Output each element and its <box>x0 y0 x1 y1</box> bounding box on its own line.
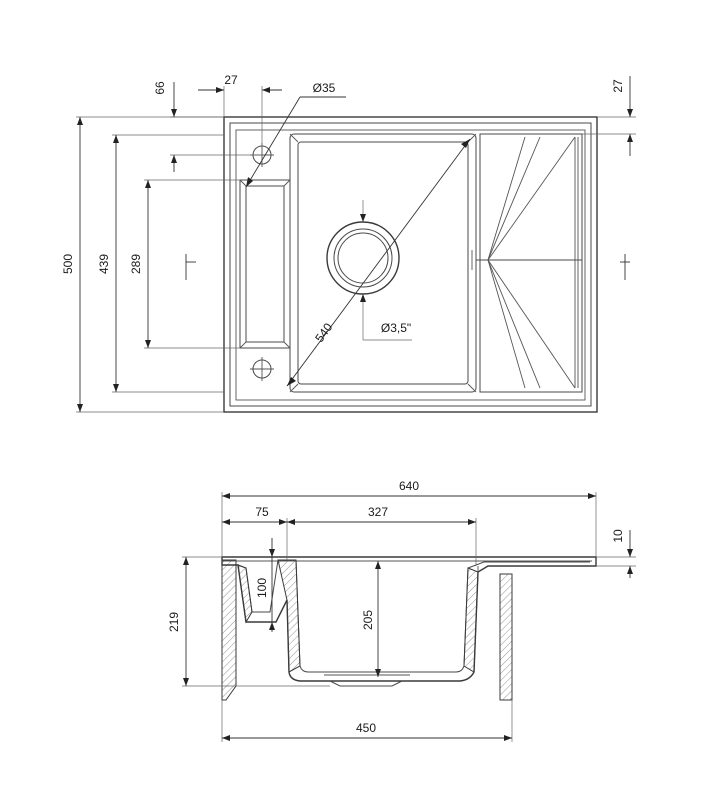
dim-289: 289 <box>129 179 240 349</box>
dim-27-horizontal: 27 <box>198 73 282 146</box>
dim-27-vertical: 27 <box>582 76 636 156</box>
dim-drain-edge-label: 27 <box>611 79 625 93</box>
dim-439: 439 <box>97 134 224 393</box>
dim-tap-offset-x-label: 27 <box>224 73 238 87</box>
sink-rim-outline <box>235 129 586 401</box>
dim-shelf-depth-label: 100 <box>255 578 269 598</box>
dim-205: 205 <box>361 561 381 677</box>
dim-bowl-depth-label: 205 <box>361 610 375 630</box>
dim-inner-height-label: 439 <box>97 254 111 274</box>
tap-hole-bottom <box>250 357 274 381</box>
dim-450: 450 <box>221 700 513 742</box>
drainboard <box>471 133 583 393</box>
sink-outer-outline <box>223 116 598 413</box>
dim-tap-offset-y-label: 66 <box>153 81 167 95</box>
dim-bowl-height-label: 289 <box>129 254 143 274</box>
left-recess <box>239 179 291 349</box>
main-bowl <box>289 133 477 393</box>
dim-diagonal-label: 540 <box>312 320 335 345</box>
dim-640: 640 <box>221 479 597 557</box>
dim-66: 66 <box>153 81 262 172</box>
cabinet-wall-left <box>221 559 237 701</box>
dim-tap-hole-label: Ø35 <box>313 81 336 95</box>
diagonal-dimension: 540 <box>286 138 471 387</box>
sink-inner-outline <box>229 122 592 407</box>
dim-overall-width-label: 640 <box>399 479 419 493</box>
dim-10: 10 <box>596 529 636 578</box>
cabinet-wall-right <box>499 573 513 701</box>
dim-rim-label: 10 <box>611 529 625 543</box>
dim-left-wall-label: 75 <box>255 505 269 519</box>
dim-100: 100 <box>255 538 275 632</box>
dim-total-depth-label: 219 <box>167 612 181 632</box>
dim-219: 219 <box>167 556 330 687</box>
drain <box>326 200 412 341</box>
sink-section-profile <box>221 556 597 687</box>
top-view: 540 Ø35 Ø3,5" 500 439 <box>61 73 636 413</box>
dim-drain-label: Ø3,5" <box>381 321 411 335</box>
dim-cabinet-label: 450 <box>356 721 376 735</box>
dim-bowl-width-label: 327 <box>368 505 388 519</box>
tap-hole-leader: Ø35 <box>245 81 346 188</box>
dim-75-327: 75 327 <box>222 505 477 566</box>
dim-overall-height-label: 500 <box>61 254 75 274</box>
side-view: 640 75 327 10 <box>167 479 636 742</box>
